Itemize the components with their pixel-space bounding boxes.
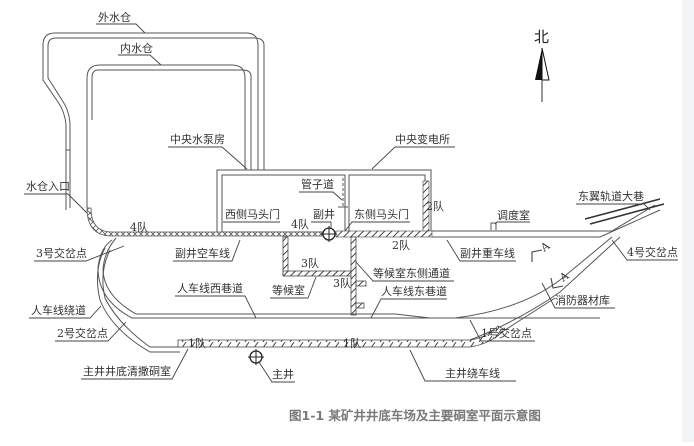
waiting-room-passages <box>282 236 367 316</box>
label-main-shaft-sump-room: 主井井底清撒硐室 <box>81 348 189 380</box>
label-junction-2: 2号交岔点 <box>55 321 127 342</box>
label-aux-shaft: 副井 <box>311 207 335 228</box>
svg-text:内水仓: 内水仓 <box>120 41 153 55</box>
team-label: 3队 <box>333 276 351 290</box>
main-shaft-symbol <box>248 349 264 365</box>
label-sump-entrance: 水仓入口 <box>24 179 88 214</box>
inner-sump <box>86 64 252 160</box>
label-junction-1: 1号交岔点 <box>469 319 535 342</box>
aux-loaded-hatched <box>335 230 433 238</box>
label-man-car-bypass: 人车线绕道 <box>29 303 102 319</box>
label-inner-sump: 内水仓 <box>118 41 162 66</box>
label-waiting-room: 等候室 <box>270 276 317 299</box>
label-substation: 中央变电所 <box>371 132 455 170</box>
label-pipe-way: 管子道 <box>299 177 343 201</box>
east-wing-track-roadway <box>584 198 665 225</box>
label-main-shaft: 主井 <box>258 361 295 383</box>
aux-empty-line-hatched <box>86 207 323 237</box>
label-main-shaft-bypass: 主井绕车线 <box>409 349 516 382</box>
label-east-horse-gate: 东侧马头门 <box>344 207 410 232</box>
aux-loaded-line <box>432 204 661 238</box>
team-label: 1队 <box>343 336 361 350</box>
team-label: 2队 <box>426 199 444 213</box>
svg-text:东翼轨道大巷: 东翼轨道大巷 <box>578 189 644 203</box>
svg-text:副井重车线: 副井重车线 <box>460 246 515 260</box>
figure-caption: 图1-1 某矿井井底车场及主要硐室平面示意图 <box>289 408 541 423</box>
label-west-horse-gate: 西侧马头门 <box>223 207 280 223</box>
svg-text:1号交岔点: 1号交岔点 <box>481 326 532 340</box>
north-arrow: 北 <box>534 28 550 102</box>
label-junction-4: 4号交岔点 <box>611 239 678 261</box>
dispatch-room-shape <box>490 222 497 230</box>
svg-text:副井: 副井 <box>313 207 335 221</box>
label-dispatch-room: 调度室 <box>494 208 530 225</box>
svg-text:管子道: 管子道 <box>301 177 334 191</box>
svg-text:北: 北 <box>534 28 549 46</box>
team-label: 4队 <box>130 220 148 234</box>
team-label: 2队 <box>392 238 410 252</box>
svg-text:中央变电所: 中央变电所 <box>395 132 450 146</box>
svg-text:调度室: 调度室 <box>497 208 530 222</box>
svg-text:水仓入口: 水仓入口 <box>26 179 70 193</box>
label-fire-equipment: 消防器材库 <box>541 282 615 309</box>
label-pump-room: 中央水泵房 <box>168 133 248 170</box>
main-shaft-bypass-line <box>504 297 556 331</box>
label-outer-sump: 外水仓 <box>96 10 146 34</box>
main-shaft-bypass-hatched <box>177 325 506 348</box>
svg-text:等候室: 等候室 <box>272 283 305 297</box>
svg-text:外水仓: 外水仓 <box>98 10 131 24</box>
team-label: 4队 <box>291 217 309 231</box>
label-waiting-east-passage: 等候室东侧通道 <box>355 261 454 282</box>
man-car-loop <box>96 236 621 353</box>
label-aux-empty-line: 副井空车线 <box>173 239 241 262</box>
svg-text:副井空车线: 副井空车线 <box>175 246 230 260</box>
svg-text:主井绕车线: 主井绕车线 <box>445 366 500 380</box>
pump-room-substation-block <box>216 160 432 237</box>
svg-text:中央水泵房: 中央水泵房 <box>170 133 225 146</box>
team-label: 1队 <box>188 336 206 350</box>
sump-entrance-passage <box>65 120 88 210</box>
svg-text:东侧马头门: 东侧马头门 <box>354 207 409 221</box>
svg-text:人车线东巷道: 人车线东巷道 <box>381 284 447 298</box>
label-aux-loaded-line: 副井重车线 <box>446 239 516 262</box>
label-junction-3: 3号交岔点 <box>34 245 125 262</box>
label-man-car-west: 人车线西巷道 <box>175 281 257 319</box>
team-label: 3队 <box>301 256 319 270</box>
section-mark-bottom: A <box>550 269 572 289</box>
outer-sump <box>42 32 265 160</box>
right-margin-strip <box>682 0 694 442</box>
svg-text:A: A <box>537 239 553 255</box>
svg-text:人车线绕道: 人车线绕道 <box>31 303 86 317</box>
label-east-wing-track: 东翼轨道大巷 <box>576 189 651 211</box>
svg-text:2号交岔点: 2号交岔点 <box>57 326 108 340</box>
label-man-car-east: 人车线东巷道 <box>370 284 447 319</box>
svg-text:3号交岔点: 3号交岔点 <box>36 246 87 260</box>
section-mark-top: A <box>531 239 553 262</box>
svg-text:主井井底清撒硐室: 主井井底清撒硐室 <box>83 364 171 378</box>
svg-text:主井: 主井 <box>272 367 294 381</box>
svg-text:4号交岔点: 4号交岔点 <box>627 245 678 259</box>
svg-text:等候室东侧通道: 等候室东侧通道 <box>373 266 450 280</box>
auxiliary-shaft-symbol <box>321 226 337 242</box>
svg-text:西侧马头门: 西侧马头门 <box>225 207 280 221</box>
svg-text:消防器材库: 消防器材库 <box>555 293 610 307</box>
svg-text:人车线西巷道: 人车线西巷道 <box>177 281 243 295</box>
